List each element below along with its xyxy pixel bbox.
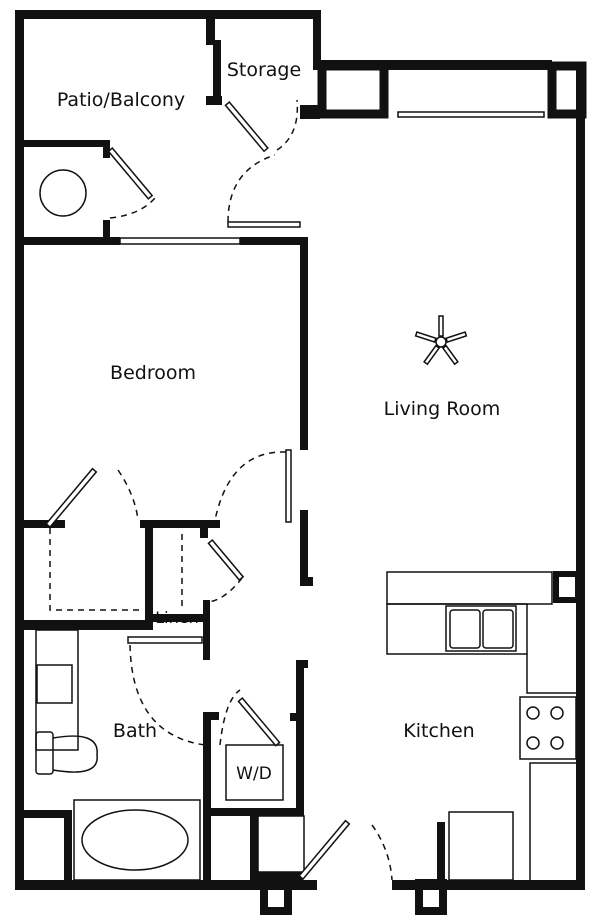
room-label-bath: Bath (113, 720, 157, 742)
room-label-living-room: Living Room (384, 398, 501, 420)
room-label-kitchen: Kitchen (403, 720, 474, 742)
room-label-patio: Patio/Balcony (57, 89, 185, 111)
room-label-storage: Storage (227, 59, 301, 81)
room-label-bedroom: Bedroom (110, 362, 196, 384)
ceiling-fan-icon (414, 315, 468, 366)
room-label-linen: Linen (155, 608, 198, 627)
appliance-label-washer-dryer: W/D (236, 764, 272, 784)
walls (15, 10, 587, 915)
